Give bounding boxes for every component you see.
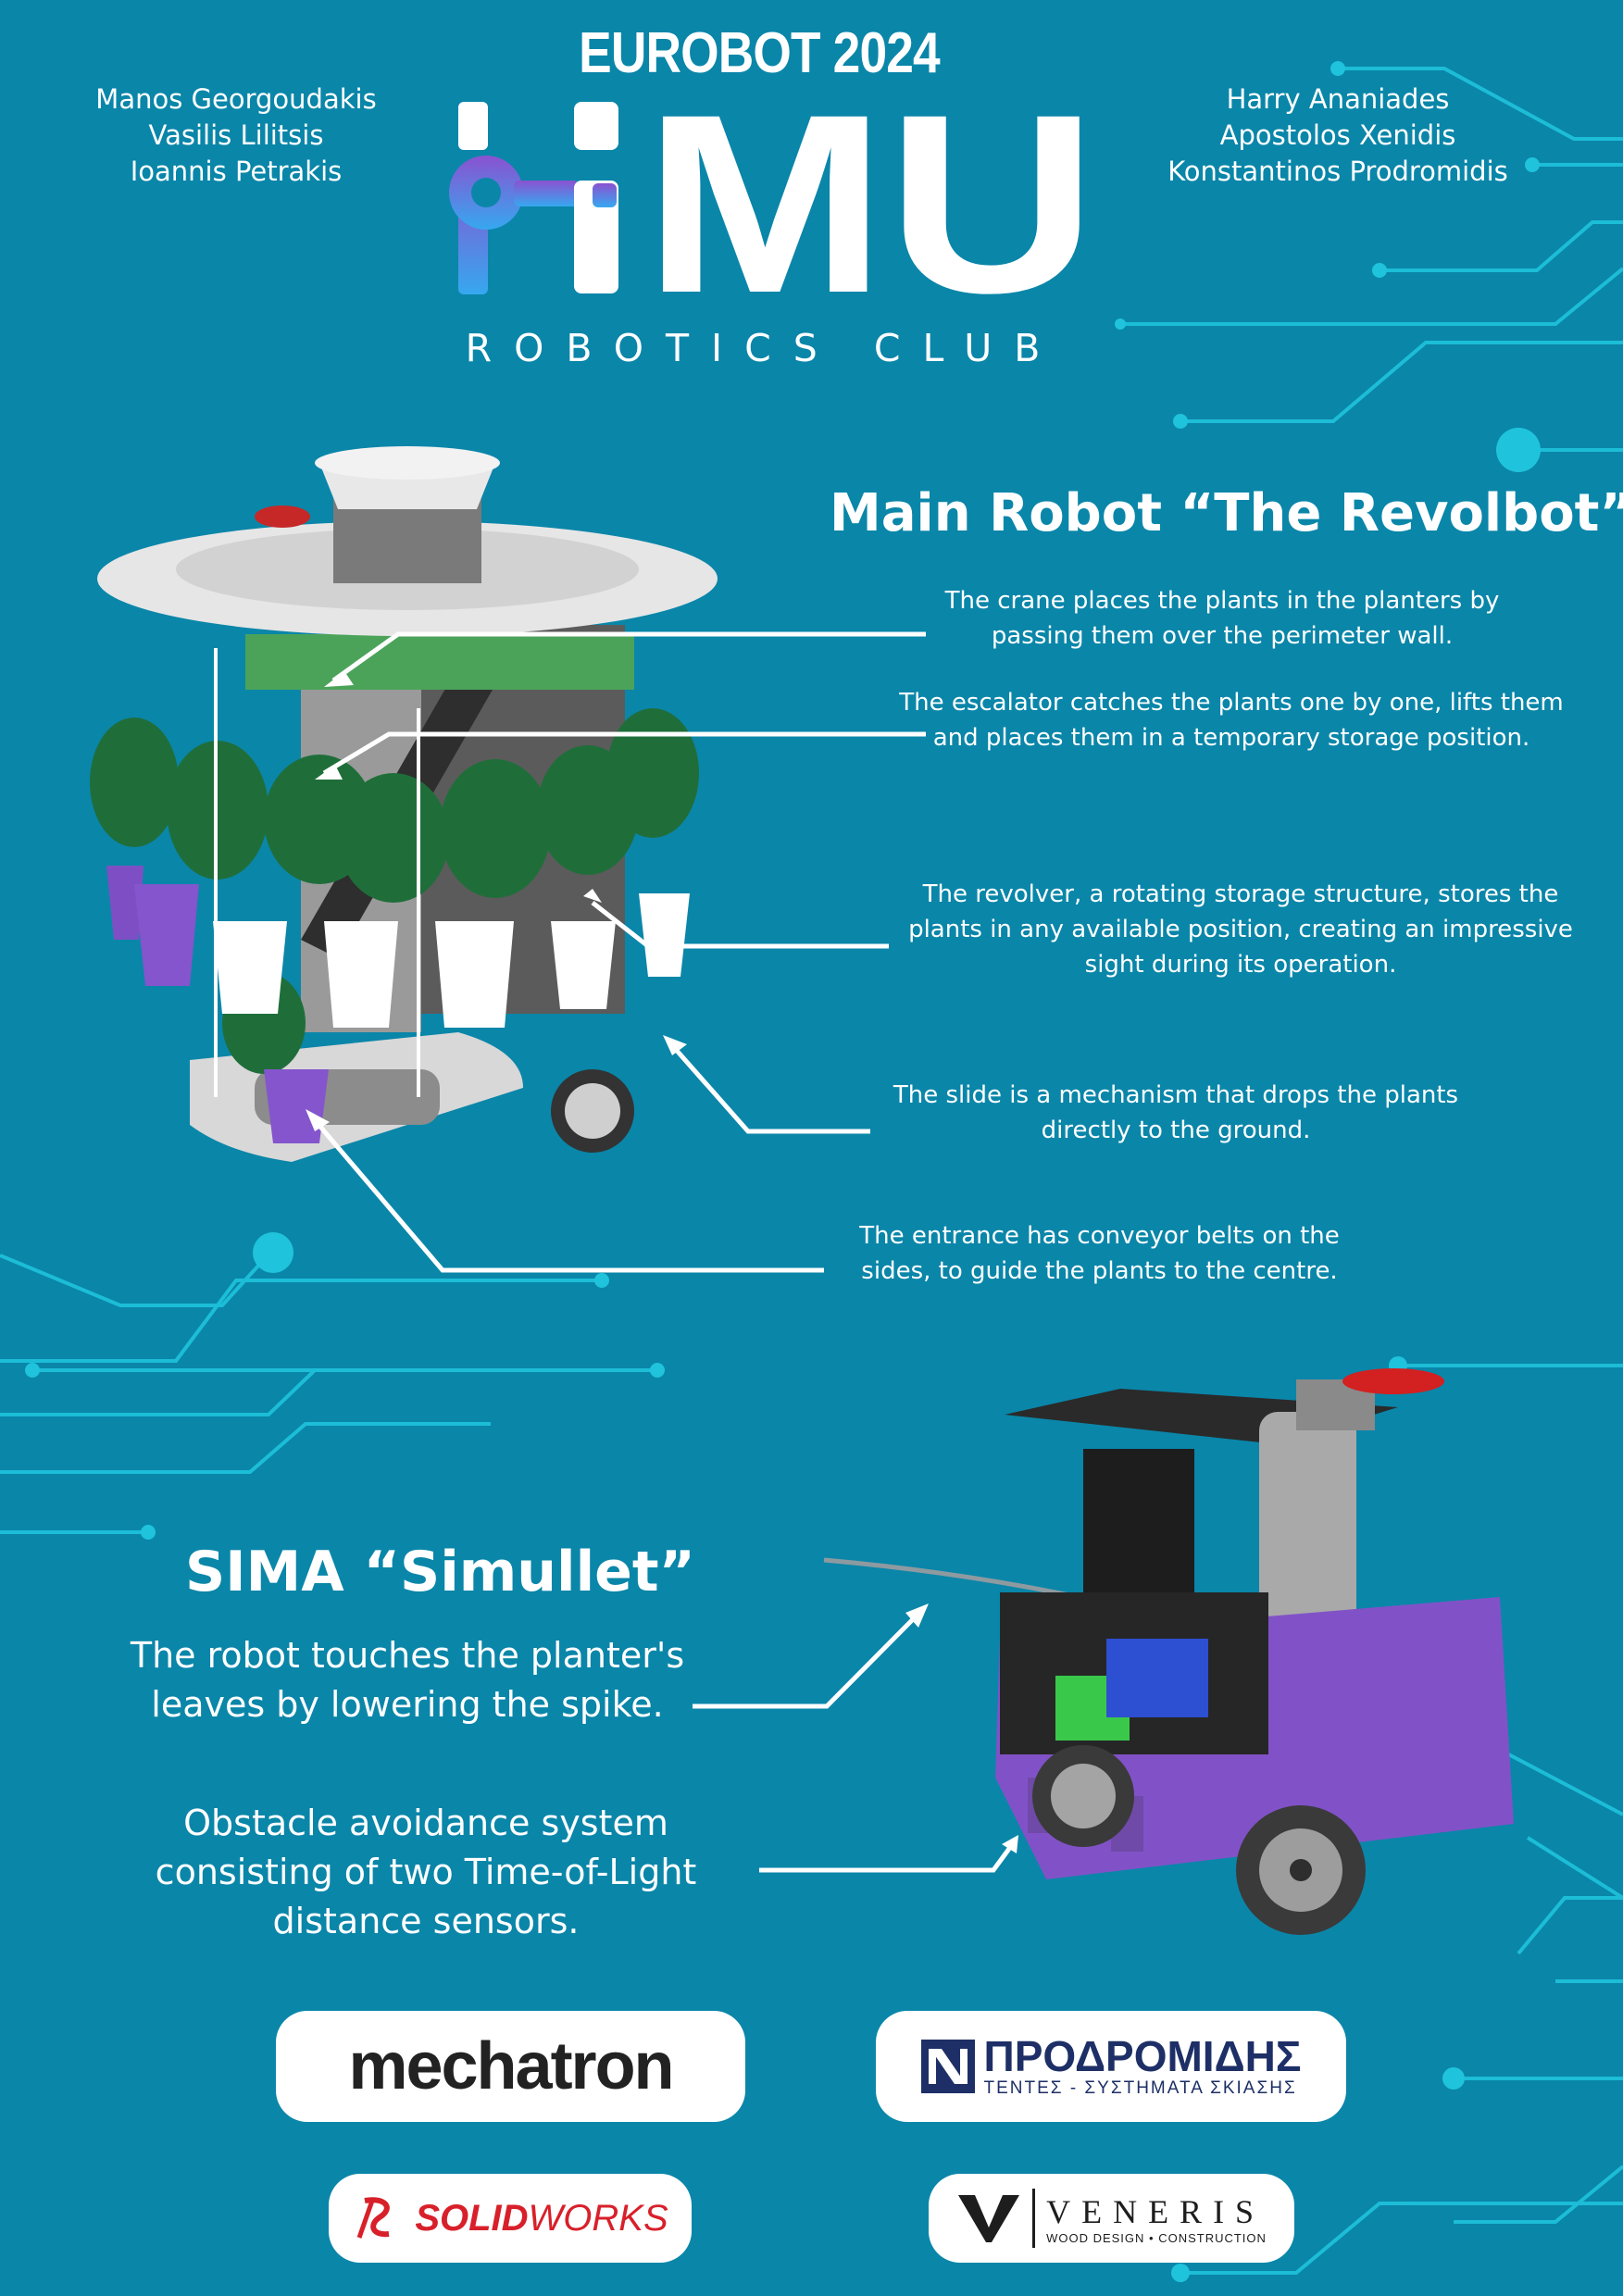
veneris-v-icon (958, 2195, 1020, 2242)
sponsor-solidworks[interactable]: SOLIDWORKS (329, 2174, 692, 2263)
team-member: Apostolos Xenidis (1219, 119, 1456, 151)
prodromidis-icon (920, 2040, 975, 2093)
team-member: Ioannis Petrakis (130, 156, 343, 187)
simullet-callouts (693, 1603, 1018, 1873)
imu-robotics-logo: MU (449, 93, 1097, 306)
sponsor-veneris[interactable]: VENERIS WOOD DESIGN • CONSTRUCTION (929, 2174, 1294, 2263)
mechatron-logo-text: mechatron (348, 2029, 674, 2103)
main-robot-title: Main Robot “The Revolbot” (830, 483, 1623, 543)
slide-description: The slide is a mechanism that drops the … (893, 1081, 1459, 1144)
sponsor-prodromidis[interactable]: ΠΡΟΔΡΟΜΙΔΗΣ ΤΕΝΤΕΣ - ΣΥΣΤΗΜΑΤΑ ΣΚΙΑΣΗΣ (876, 2011, 1346, 2122)
escalator-description: The escalator catches the plants one by … (899, 689, 1564, 752)
veneris-name: VENERIS (1046, 2192, 1266, 2230)
team-member: Vasilis Lilitsis (148, 119, 324, 151)
solidworks-wordmark: SOLIDWORKS (415, 2198, 668, 2240)
solidworks-ds-icon (356, 2197, 391, 2239)
prodromidis-tagline: ΤΕΝΤΕΣ - ΣΥΣΤΗΜΑΤΑ ΣΚΙΑΣΗΣ (983, 2078, 1297, 2098)
obstacle-avoidance-description: Obstacle avoidance system consisting of … (155, 1803, 697, 1941)
veneris-divider (1032, 2189, 1036, 2248)
sima-title: SIMA “Simullet” (185, 1540, 695, 1604)
solidworks-solid: SOLID (415, 2197, 529, 2239)
prodromidis-name: ΠΡΟΔΡΟΜΙΔΗΣ (983, 2032, 1302, 2080)
sponsor-mechatron[interactable]: mechatron (276, 2011, 745, 2122)
team-member: Manos Georgoudakis (95, 83, 377, 115)
spike-description: The robot touches the planter's leaves b… (130, 1635, 685, 1725)
team-members-left: Manos Georgoudakis Vasilis Lilitsis Ioan… (88, 81, 384, 190)
simullet-illustration (823, 1368, 1514, 1935)
crane-description: The crane places the plants in the plant… (944, 587, 1500, 650)
entrance-description: The entrance has conveyor belts on the s… (859, 1222, 1340, 1285)
logo-subtitle: ROBOTICS CLUB (465, 326, 1063, 370)
event-title: EUROBOT 2024 (579, 21, 941, 85)
team-members-right: Harry Ananiades Apostolos Xenidis Konsta… (1148, 81, 1528, 190)
revolver-description: The revolver, a rotating storage structu… (908, 880, 1573, 979)
revolbot-callouts (214, 631, 926, 1273)
prodromidis-logo: ΠΡΟΔΡΟΜΙΔΗΣ ΤΕΝΤΕΣ - ΣΥΣΤΗΜΑΤΑ ΣΚΙΑΣΗΣ (920, 2032, 1302, 2099)
team-member: Konstantinos Prodromidis (1167, 156, 1508, 187)
logo-letters: MU (643, 93, 1097, 306)
veneris-tagline: WOOD DESIGN • CONSTRUCTION (1046, 2230, 1267, 2245)
solidworks-works: WORKS (528, 2197, 668, 2239)
team-member: Harry Ananiades (1226, 83, 1450, 115)
